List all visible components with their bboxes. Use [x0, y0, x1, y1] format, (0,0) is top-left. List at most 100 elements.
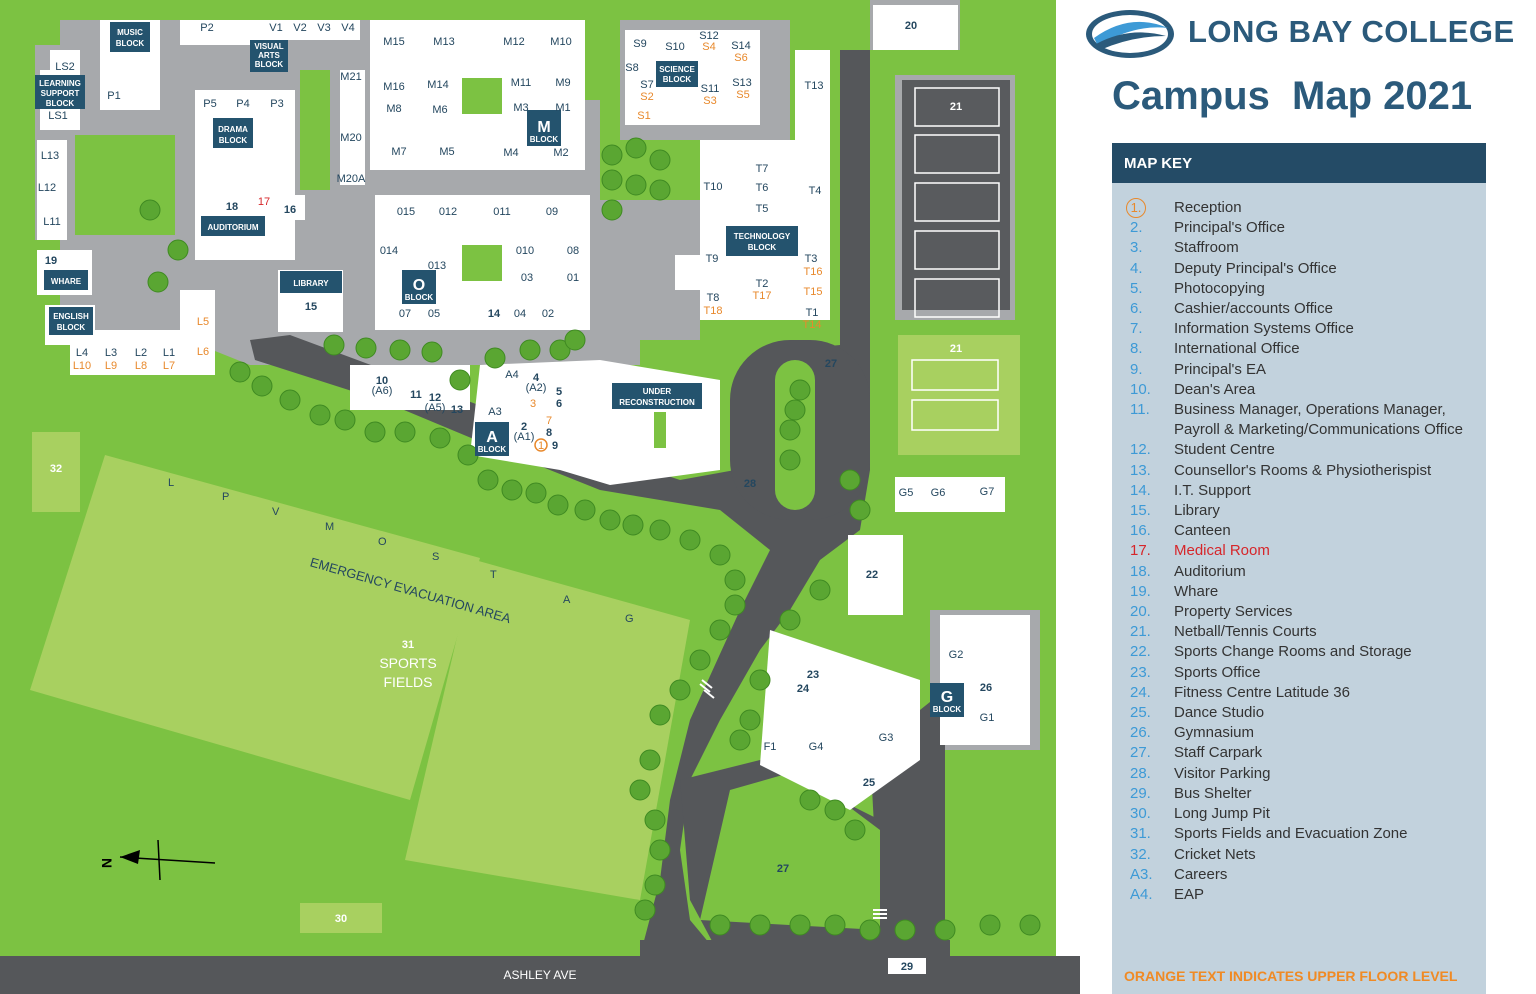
svg-text:BLOCK: BLOCK [748, 243, 777, 252]
tree [564, 329, 586, 351]
room-label: 28 [744, 478, 756, 490]
map-key-number: 23. [1130, 663, 1151, 681]
map-key-item: 7.Information Systems Office [1112, 319, 1486, 339]
svg-text:BLOCK: BLOCK [219, 136, 248, 145]
tree [355, 337, 377, 359]
map-key-item: 2.Principal's Office [1112, 218, 1486, 238]
tree [724, 569, 746, 591]
room-label: M16 [383, 81, 404, 93]
map-key-item: 17.Medical Room [1112, 541, 1486, 561]
map-key-item: 6.Cashier/accounts Office [1112, 299, 1486, 319]
room-label: 09 [546, 206, 558, 218]
map-key-label: Staff Carpark [1174, 744, 1263, 762]
tree [644, 809, 666, 831]
room-label: V1 [269, 22, 282, 34]
room-label: 010 [516, 245, 534, 257]
tree [601, 169, 623, 191]
room-label: 9 [552, 440, 558, 452]
map-key-item: 16.Canteen [1112, 521, 1486, 541]
tree [779, 419, 801, 441]
room-label: 26 [980, 682, 992, 694]
tree [749, 914, 771, 936]
room-label: L3 [105, 347, 117, 359]
map-key-label: Bus Shelter [1174, 784, 1252, 802]
tree [477, 469, 499, 491]
campus-map: ASHLEY AVE 32 30 EMERGENCY EVACUATION AR… [0, 0, 1080, 994]
tree [364, 421, 386, 443]
map-key-label: Dance Studio [1174, 704, 1265, 722]
tree [394, 421, 416, 443]
tree [649, 149, 671, 171]
room-label: T18 [704, 305, 723, 317]
room-label: 19 [45, 255, 57, 267]
tree [334, 409, 356, 431]
map-key-number: 1. [1112, 198, 1174, 218]
room-label: (A2) [526, 382, 547, 394]
tree [639, 749, 661, 771]
map-key-item: 31.Sports Fields and Evacuation Zone [1112, 824, 1486, 844]
room-label: T16 [804, 266, 823, 278]
field-letter: M [325, 521, 334, 533]
map-key-label: Whare [1174, 582, 1219, 600]
block-labels: MUSIC BLOCK VISUAL ARTS BLOCK LEARNING S… [35, 22, 964, 717]
map-key-item: 26.Gymnasium [1112, 723, 1486, 743]
tree [839, 469, 861, 491]
room-label: M8 [386, 103, 401, 115]
room-label: 8 [546, 427, 552, 439]
tree [644, 874, 666, 896]
svg-text:WHARE: WHARE [51, 277, 82, 286]
svg-text:BLOCK: BLOCK [57, 323, 86, 332]
map-key-item: 15.Library [1112, 501, 1486, 521]
map-key-label: Business Manager, Operations Manager, [1174, 401, 1446, 419]
field-letter: T [490, 569, 497, 581]
room-label: M9 [555, 77, 570, 89]
room-label: S7 [640, 79, 653, 91]
map-key-item: 1.Reception [1112, 198, 1486, 218]
map-key-number: 8. [1130, 340, 1143, 358]
svg-text:BLOCK: BLOCK [933, 705, 962, 714]
map-key-label: EAP [1174, 885, 1205, 903]
room-label: M20A [337, 173, 366, 185]
room-label: L10 [73, 360, 91, 372]
tree [279, 389, 301, 411]
room-label: G2 [949, 649, 964, 661]
map-key-label: Visitor Parking [1174, 764, 1271, 782]
reception-marker [534, 438, 548, 452]
map-key-label: Gymnasium [1174, 724, 1255, 742]
map-key-item: 12.Student Centre [1112, 440, 1486, 460]
room-label: V2 [293, 22, 306, 34]
room-label: L5 [197, 316, 209, 328]
field-letter: S [432, 551, 439, 563]
tree [709, 619, 731, 641]
tree [601, 199, 623, 221]
tree [574, 499, 596, 521]
svg-text:AUDITORIUM: AUDITORIUM [208, 223, 259, 232]
room-label: S14 [731, 40, 751, 52]
svg-text:DRAMA: DRAMA [218, 125, 248, 134]
map-key-number: 20. [1130, 603, 1151, 621]
svg-text:BLOCK: BLOCK [46, 99, 75, 108]
map-key-label: Dean's Area [1174, 380, 1256, 398]
tree [549, 339, 571, 361]
tree [789, 914, 811, 936]
map-key-item: 3.Staffroom [1112, 238, 1486, 258]
room-label: L12 [38, 182, 56, 194]
map-key-number [1112, 420, 1174, 440]
map-key-item: 24.Fitness Centre Latitude 36 [1112, 683, 1486, 703]
map-key-label: Sports Change Rooms and Storage [1174, 643, 1412, 661]
svg-text:30: 30 [335, 913, 347, 925]
tree [779, 609, 801, 631]
map-key-number: 22. [1130, 643, 1151, 661]
room-label: T7 [756, 163, 769, 175]
map-key-number: 3. [1130, 239, 1143, 257]
room-label: (A1) [514, 431, 535, 443]
tree [689, 649, 711, 671]
room-label: G1 [980, 712, 995, 724]
svg-text:ARTS: ARTS [258, 51, 280, 60]
map-key-label: Deputy Principal's Office [1174, 259, 1337, 277]
tree [167, 239, 189, 261]
room-label: 011 [493, 206, 511, 218]
tree [649, 704, 671, 726]
svg-text:29: 29 [901, 961, 913, 973]
